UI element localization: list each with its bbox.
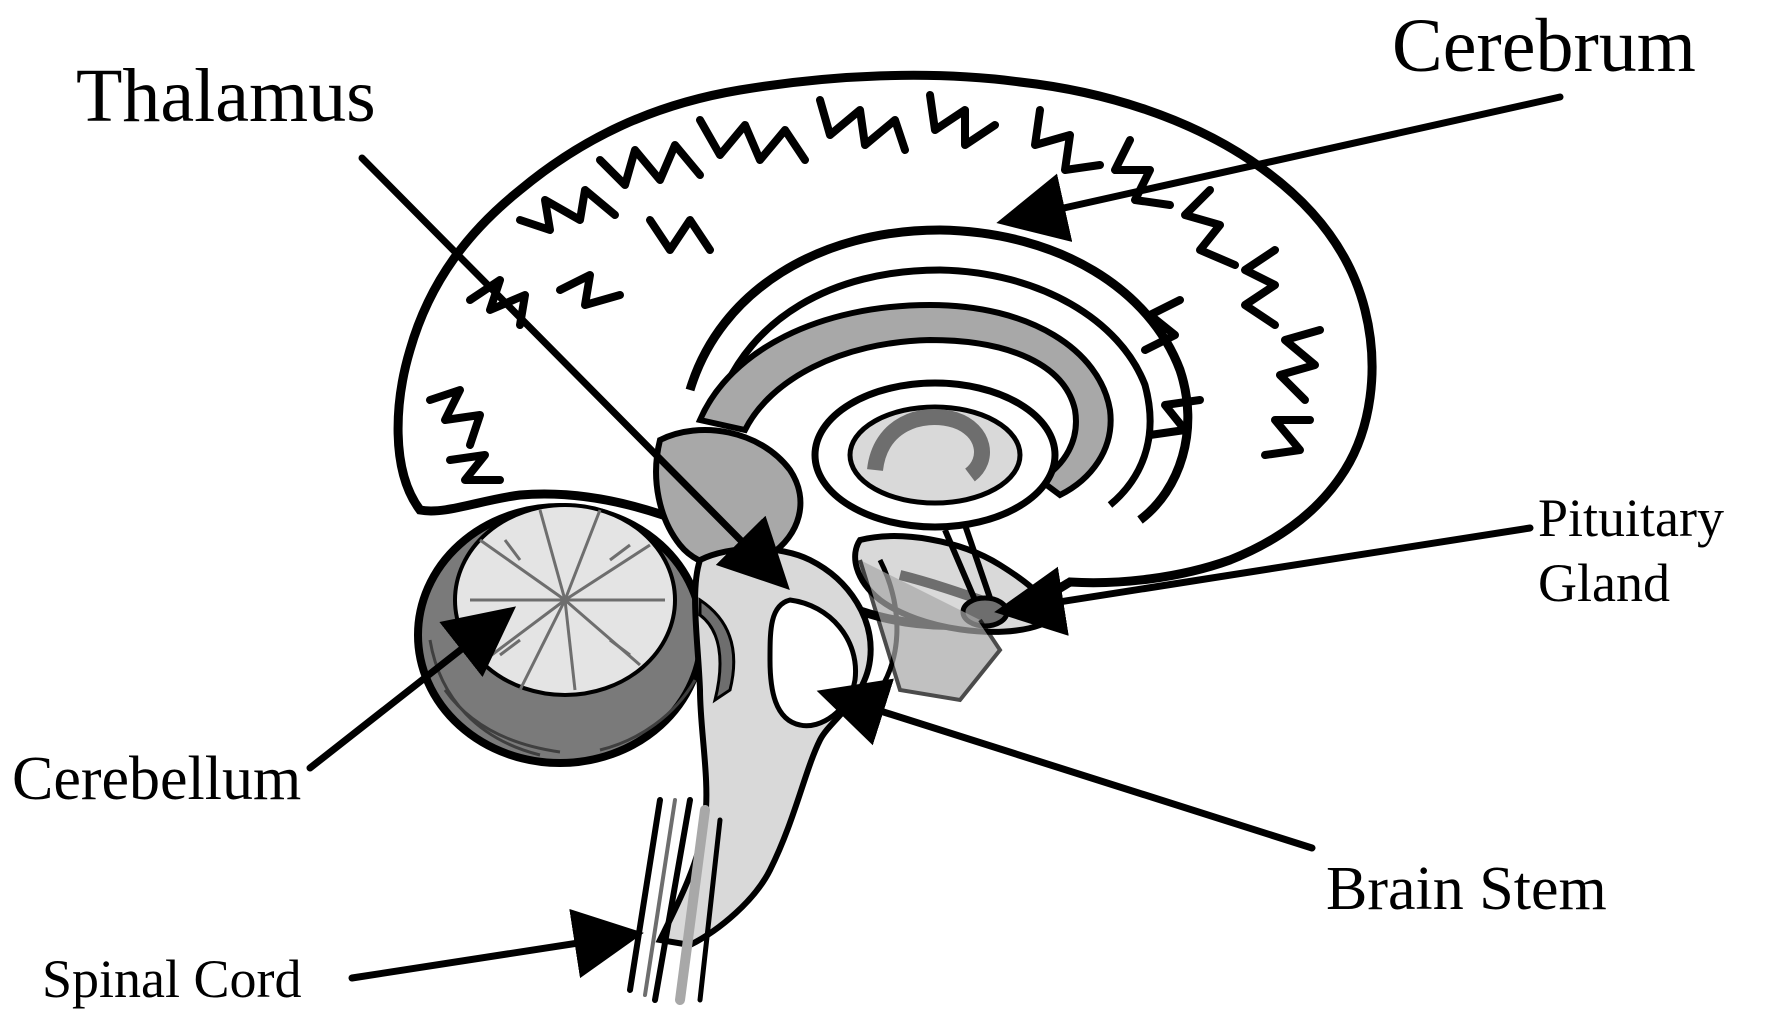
label-cerebrum: Cerebrum	[1392, 8, 1696, 84]
label-pituitary-line2: Gland	[1538, 551, 1724, 616]
label-brain-stem: Brain Stem	[1326, 858, 1607, 920]
label-spinal-cord: Spinal Cord	[42, 952, 302, 1006]
brain-stem-pointer	[830, 695, 1312, 848]
label-pituitary-line1: Pituitary	[1538, 486, 1724, 551]
label-cerebellum: Cerebellum	[12, 748, 301, 810]
label-thalamus: Thalamus	[76, 58, 376, 134]
label-pituitary-gland: Pituitary Gland	[1538, 486, 1724, 616]
cerebellum	[418, 505, 702, 763]
spinal-cord-pointer	[352, 935, 630, 978]
